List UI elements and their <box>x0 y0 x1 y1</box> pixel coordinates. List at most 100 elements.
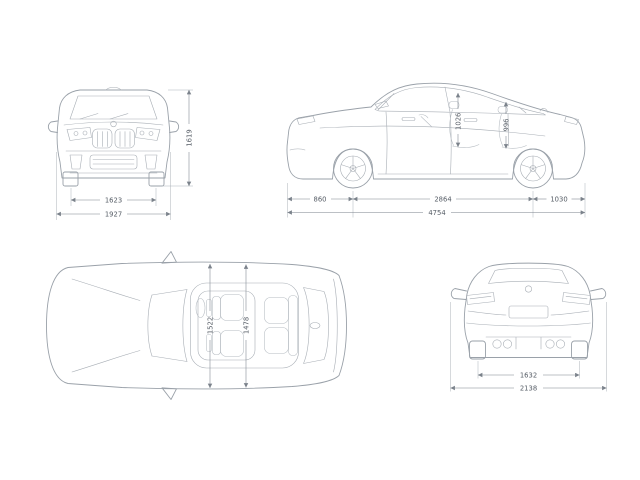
mirror-top-left <box>161 251 177 264</box>
dim-wheelbase: 2864 <box>352 195 534 203</box>
rear-body-outline <box>463 262 594 358</box>
dim-overall-length-value: 4754 <box>428 209 445 217</box>
dim-headroom-front-value: 1026 <box>455 113 463 130</box>
grille-slats <box>97 131 131 147</box>
headlight-left <box>66 127 92 141</box>
headlight-right <box>135 127 161 141</box>
dim-rear-overhang-value: 1030 <box>550 195 567 203</box>
cowl-arc <box>147 294 153 357</box>
door-handle-front <box>401 117 416 121</box>
front-wheel-spokes <box>340 155 366 179</box>
door-lines <box>385 111 509 175</box>
roof-outline <box>190 282 299 369</box>
kidney-grille <box>92 128 135 149</box>
bmw-roundel-icon <box>110 120 117 128</box>
exhaust-tips <box>492 339 565 349</box>
extension-lines <box>450 302 607 392</box>
center-intake <box>89 154 138 170</box>
mirror-top-right <box>161 387 177 400</box>
bumper-top-line <box>466 322 591 327</box>
dim-front-track-value: 1623 <box>105 196 122 204</box>
dim-rear-width-value: 2138 <box>520 384 537 392</box>
rear-wheel-right <box>571 340 588 360</box>
front-dimensions: 1623 1927 1619 <box>56 89 194 220</box>
rear-wheel-left <box>469 340 486 360</box>
mirror-rear-right <box>590 288 607 300</box>
headlight-side <box>296 115 316 125</box>
top-body-outline <box>46 261 347 390</box>
mirror-left <box>47 120 58 133</box>
dim-front-overhang: 860 <box>287 195 354 203</box>
dim-interior-width-rear: 1478 <box>243 264 251 388</box>
trunk-crease <box>467 310 590 316</box>
dim-wheelbase-value: 2864 <box>434 195 451 203</box>
front-wheel-right <box>148 171 165 187</box>
side-view <box>286 82 586 189</box>
windshield <box>69 95 158 120</box>
tailgate-arc <box>333 278 338 373</box>
hood-line <box>63 121 164 126</box>
rear-wheel-spokes <box>520 155 546 179</box>
side-mirror <box>374 100 389 109</box>
dim-interior-width-front: 1522 <box>207 263 215 389</box>
dim-rear-width: 2138 <box>450 384 607 392</box>
b-pillar <box>444 86 451 113</box>
license-plate-recess <box>508 305 549 319</box>
rear-glass-arcs <box>303 287 329 364</box>
top-dimensions: 1522 1478 <box>207 263 251 389</box>
front-wheel <box>333 148 373 189</box>
dim-interior-width-front-value: 1522 <box>207 317 215 334</box>
wipers <box>79 113 129 120</box>
front-body-outline <box>56 89 171 179</box>
kidney-left <box>92 128 113 149</box>
rear-wheel <box>513 148 553 189</box>
door-handle-rear <box>463 118 478 122</box>
a-pillar-line <box>377 93 395 111</box>
intake-slats <box>92 159 135 165</box>
dim-front-height: 1619 <box>186 89 194 187</box>
dim-front-overhang-value: 860 <box>314 195 327 203</box>
taillight-rear-left <box>466 292 495 305</box>
dim-front-height-value: 1619 <box>186 129 194 146</box>
dim-overall-length: 4754 <box>287 209 586 217</box>
quarter-window-line <box>518 106 527 114</box>
mirror-right <box>169 120 180 133</box>
dim-rear-track: 1632 <box>477 371 580 379</box>
dim-headroom-front: 1026 <box>455 92 463 148</box>
taillight-side <box>564 116 579 125</box>
hood-lines <box>71 278 141 373</box>
roof-antenna <box>105 87 122 91</box>
rear-view <box>450 262 607 360</box>
dim-interior-width-rear-value: 1478 <box>243 317 251 334</box>
side-dimensions: 1026 996 860 2864 1030 4754 <box>287 92 586 218</box>
bmw-roundel-rear-icon <box>524 285 532 293</box>
extension-lines <box>56 89 193 220</box>
dim-rear-overhang: 1030 <box>532 195 586 203</box>
side-intake-right <box>144 154 158 170</box>
dim-front-track: 1623 <box>70 196 157 204</box>
a-pillars <box>151 289 188 362</box>
dim-rear-track-value: 1632 <box>520 371 537 379</box>
dim-front-width: 1927 <box>56 210 171 218</box>
steering-wheel-top <box>195 298 206 318</box>
roof-front-arc <box>182 289 188 362</box>
rear-window <box>488 267 569 284</box>
shark-fin-antenna <box>539 108 549 113</box>
side-glass <box>374 86 546 116</box>
steering-wheel <box>418 114 433 128</box>
kidney-right <box>114 128 135 149</box>
fog-intake <box>289 148 306 151</box>
front-wheel-left <box>62 171 79 187</box>
character-line <box>319 125 546 137</box>
interior-seats-top <box>195 294 298 357</box>
fin-antenna-top <box>309 322 321 329</box>
front-view <box>47 87 180 187</box>
dim-front-width-value: 1927 <box>105 210 122 218</box>
mirror-rear-left <box>450 288 467 300</box>
dim-headroom-rear-value: 996 <box>503 119 511 132</box>
dim-headroom-rear: 996 <box>503 101 511 149</box>
side-intake-left <box>69 154 83 170</box>
rear-dimensions: 1632 2138 <box>450 302 607 392</box>
